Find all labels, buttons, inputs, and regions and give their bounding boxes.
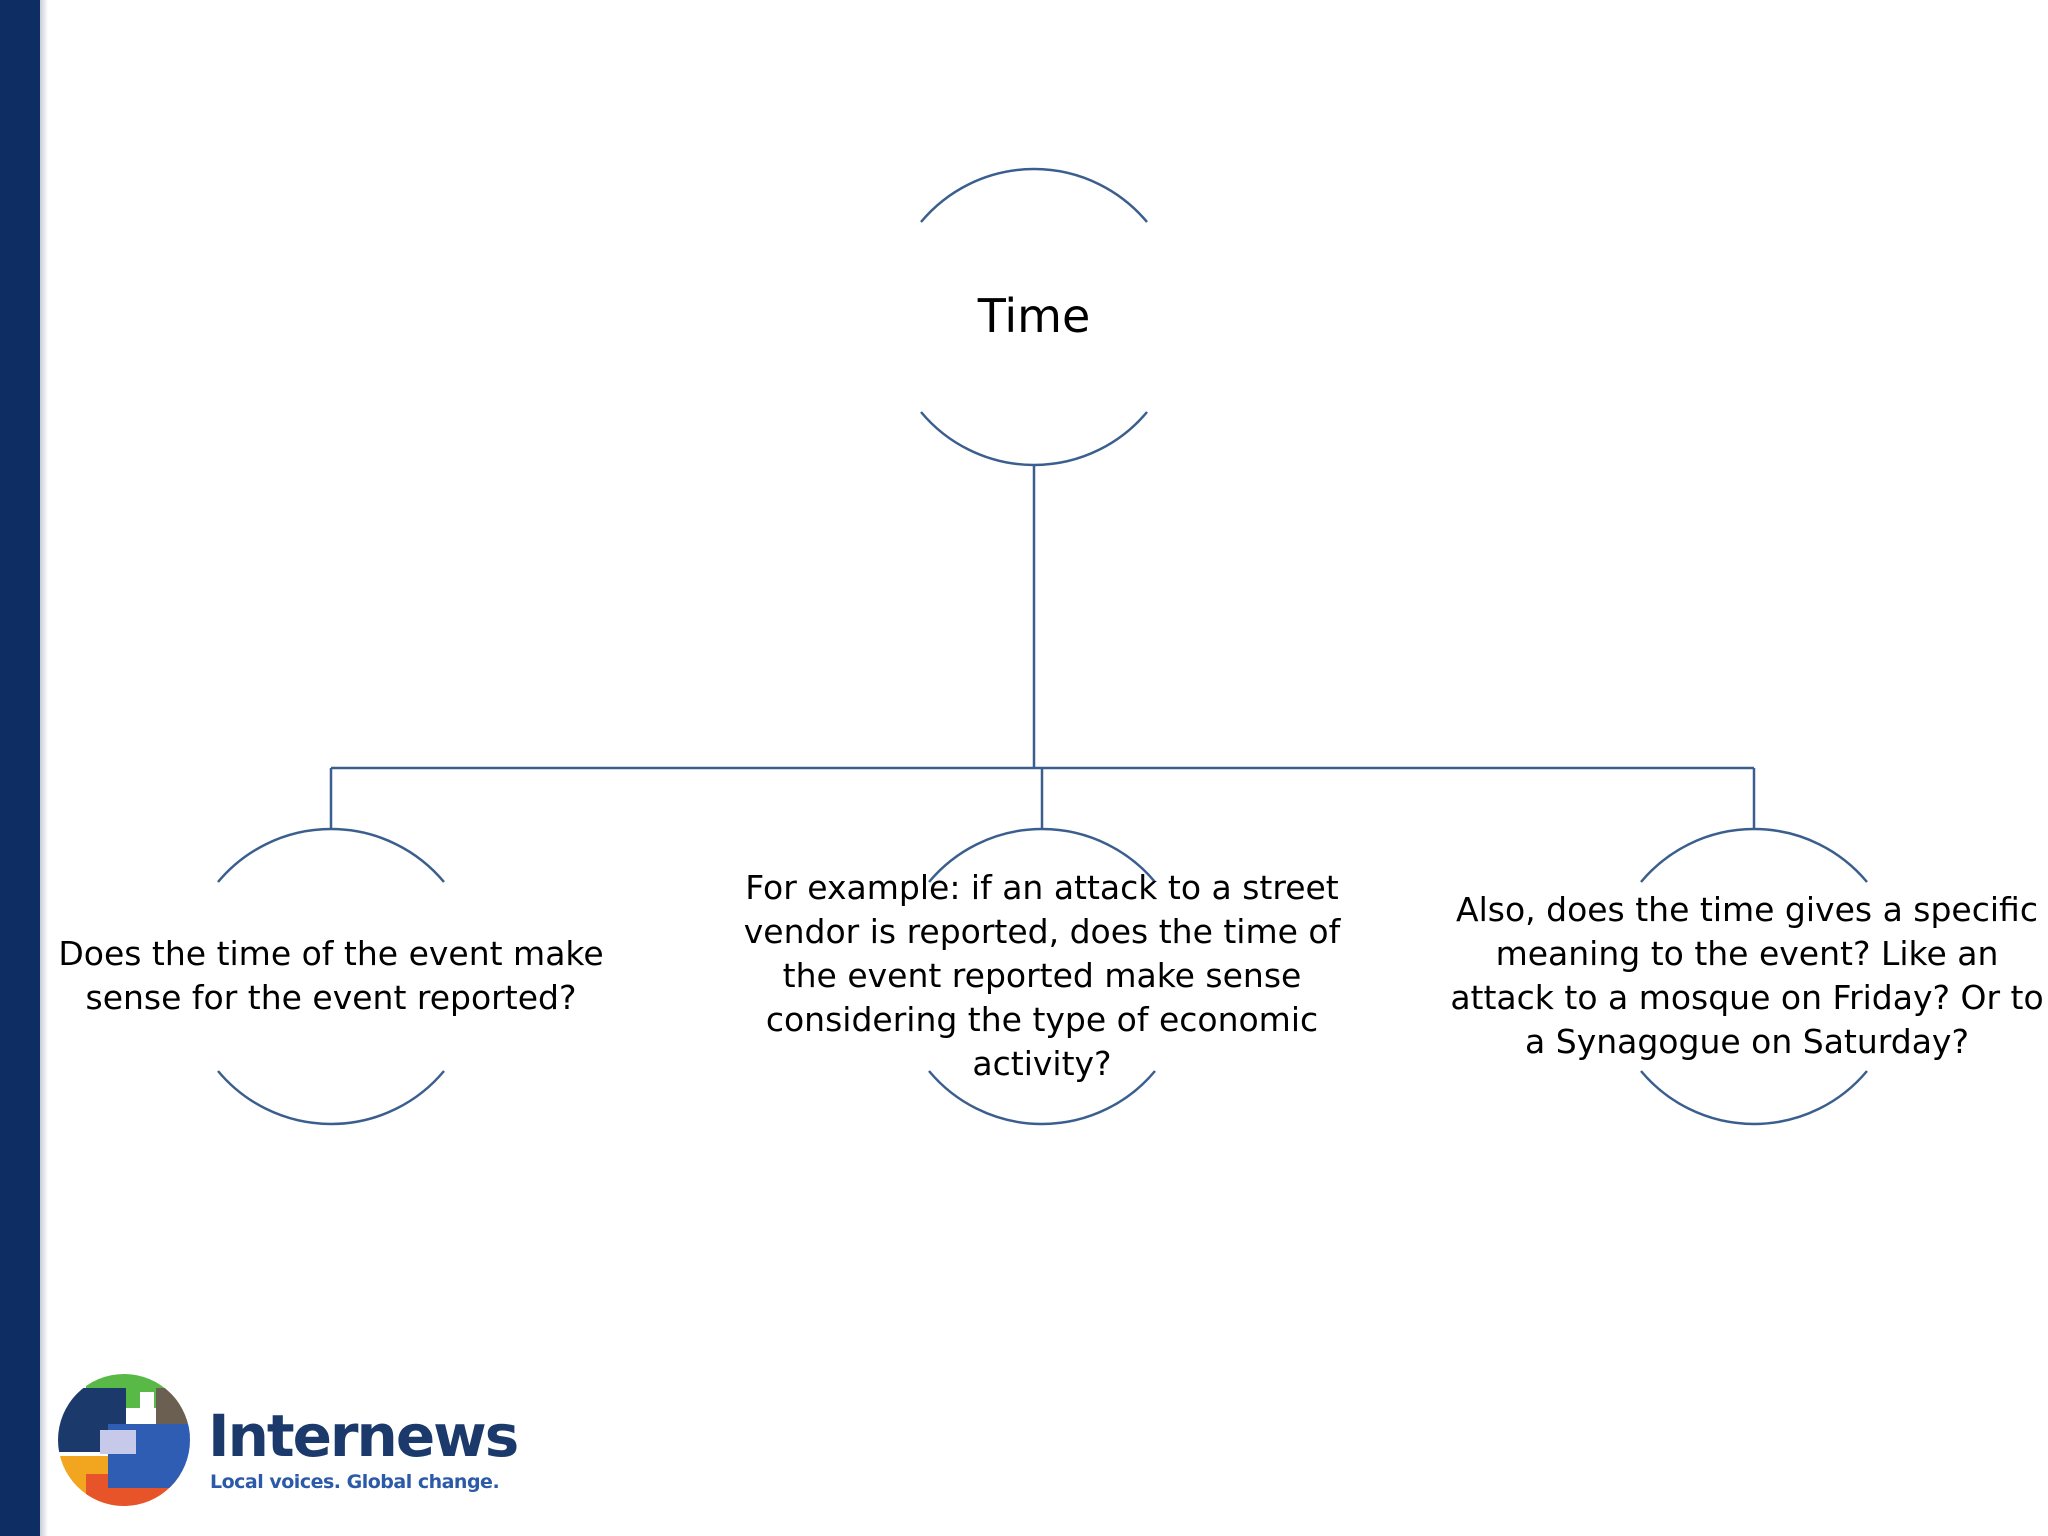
child-1-arc-bottom [217,1070,445,1126]
root-node-label: Time [977,289,1091,343]
brand-tagline: Local voices. Global change. [210,1471,500,1493]
left-accent-bar [0,0,40,1536]
internews-logo-mark [58,1374,190,1506]
child-node-2-label: For example: if an attack to a street ve… [743,868,1341,1083]
child-3-arc-bottom [1640,1070,1868,1126]
child-2-arc-top [928,827,1156,883]
child-node-1-label: Does the time of the event make sense fo… [58,934,604,1017]
child-2-arc-bottom [928,1070,1156,1126]
child-node-3-label: Also, does the time gives a specific mea… [1450,890,2044,1061]
brand-name: Internews [208,1402,519,1470]
child-1-arc-top [217,827,445,883]
root-node-arc-bottom [920,411,1148,467]
left-accent-shadow [40,0,48,1536]
root-node-arc-top [920,167,1148,223]
child-3-arc-top [1640,827,1868,883]
